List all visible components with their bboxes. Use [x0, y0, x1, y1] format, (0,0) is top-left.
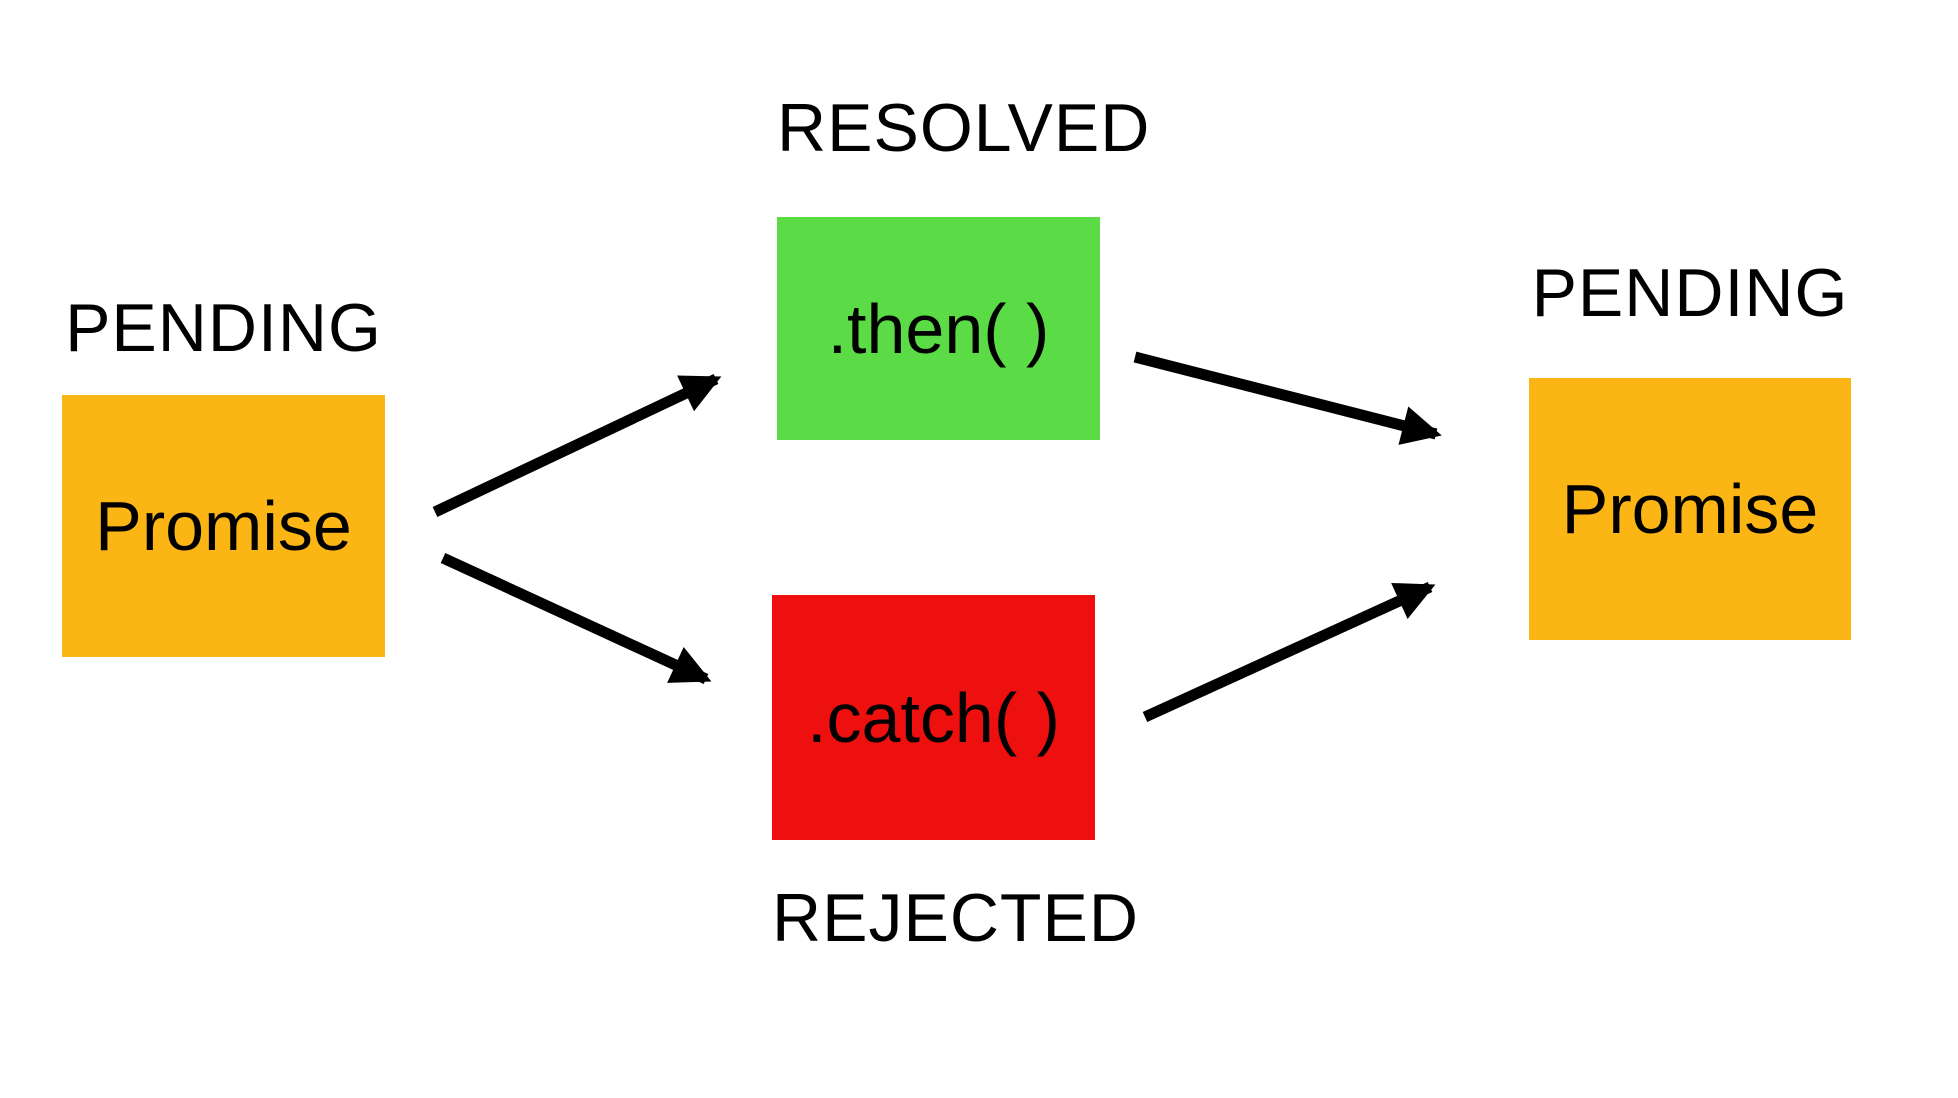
state-label-pending-left: PENDING [65, 290, 382, 366]
arrow-promise-to-then [432, 374, 722, 517]
then-box-label: .then( ) [827, 289, 1050, 368]
state-label-pending-right: PENDING [1531, 255, 1849, 331]
promise-left-box: Promise [62, 395, 385, 657]
arrow-promise-to-catch [440, 553, 712, 684]
promise-right-box-label: Promise [1561, 470, 1819, 548]
state-label-rejected: REJECTED [772, 880, 1139, 956]
promise-right-box: Promise [1529, 378, 1851, 640]
catch-box-label: .catch( ) [807, 678, 1060, 757]
state-label-resolved: RESOLVED [777, 90, 1151, 166]
arrow-catch-to-promise [1142, 581, 1436, 723]
catch-box: .catch( ) [772, 595, 1095, 840]
arrow-then-to-promise [1133, 351, 1442, 445]
then-box: .then( ) [777, 217, 1100, 440]
promise-left-box-label: Promise [95, 487, 352, 565]
